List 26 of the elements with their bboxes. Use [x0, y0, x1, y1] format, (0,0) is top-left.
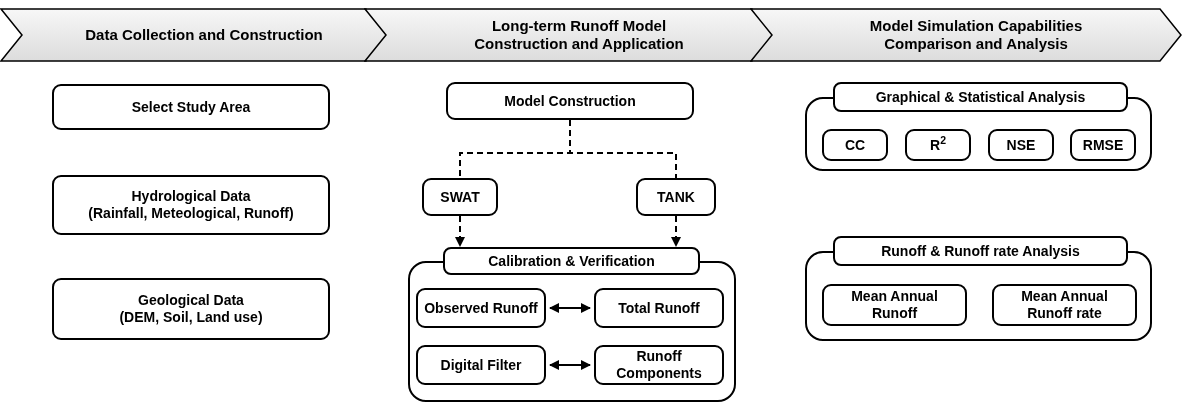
connector-arrow: [671, 215, 681, 247]
step-title: Long-term Runoff Model Construction and Application: [473, 17, 685, 53]
connector-arrow: [549, 360, 591, 370]
process-box: Observed Runoff: [416, 288, 546, 328]
process-box: Geological Data (DEM, Soil, Land use): [52, 278, 330, 340]
process-box: CC: [822, 129, 888, 161]
process-box: Model Construction: [446, 82, 694, 120]
process-box: Runoff Components: [594, 345, 724, 385]
group-title: Calibration & Verification: [443, 247, 700, 275]
step-title: Model Simulation Capabilities Comparison and Analysis: [868, 17, 1084, 53]
process-box: RMSE: [1070, 129, 1136, 161]
process-box: Hydrological Data (Rainfall, Meteological, Runoff): [52, 175, 330, 235]
process-box: Digital Filter: [416, 345, 546, 385]
process-box: TANK: [636, 178, 716, 216]
group-title: Graphical & Statistical Analysis: [833, 82, 1128, 112]
step-title: Data Collection and Construction: [84, 26, 324, 44]
connector-arrow: [549, 303, 591, 313]
process-box: SWAT: [422, 178, 498, 216]
group-title: Runoff & Runoff rate Analysis: [833, 236, 1128, 266]
process-box: Select Study Area: [52, 84, 330, 130]
process-box: Total Runoff: [594, 288, 724, 328]
process-box: R$^{2}$: [905, 129, 971, 161]
process-box: Mean Annual Runoff rate: [992, 284, 1137, 326]
connector-arrow: [455, 215, 465, 247]
process-box: Mean Annual Runoff: [822, 284, 967, 326]
process-box: NSE: [988, 129, 1054, 161]
